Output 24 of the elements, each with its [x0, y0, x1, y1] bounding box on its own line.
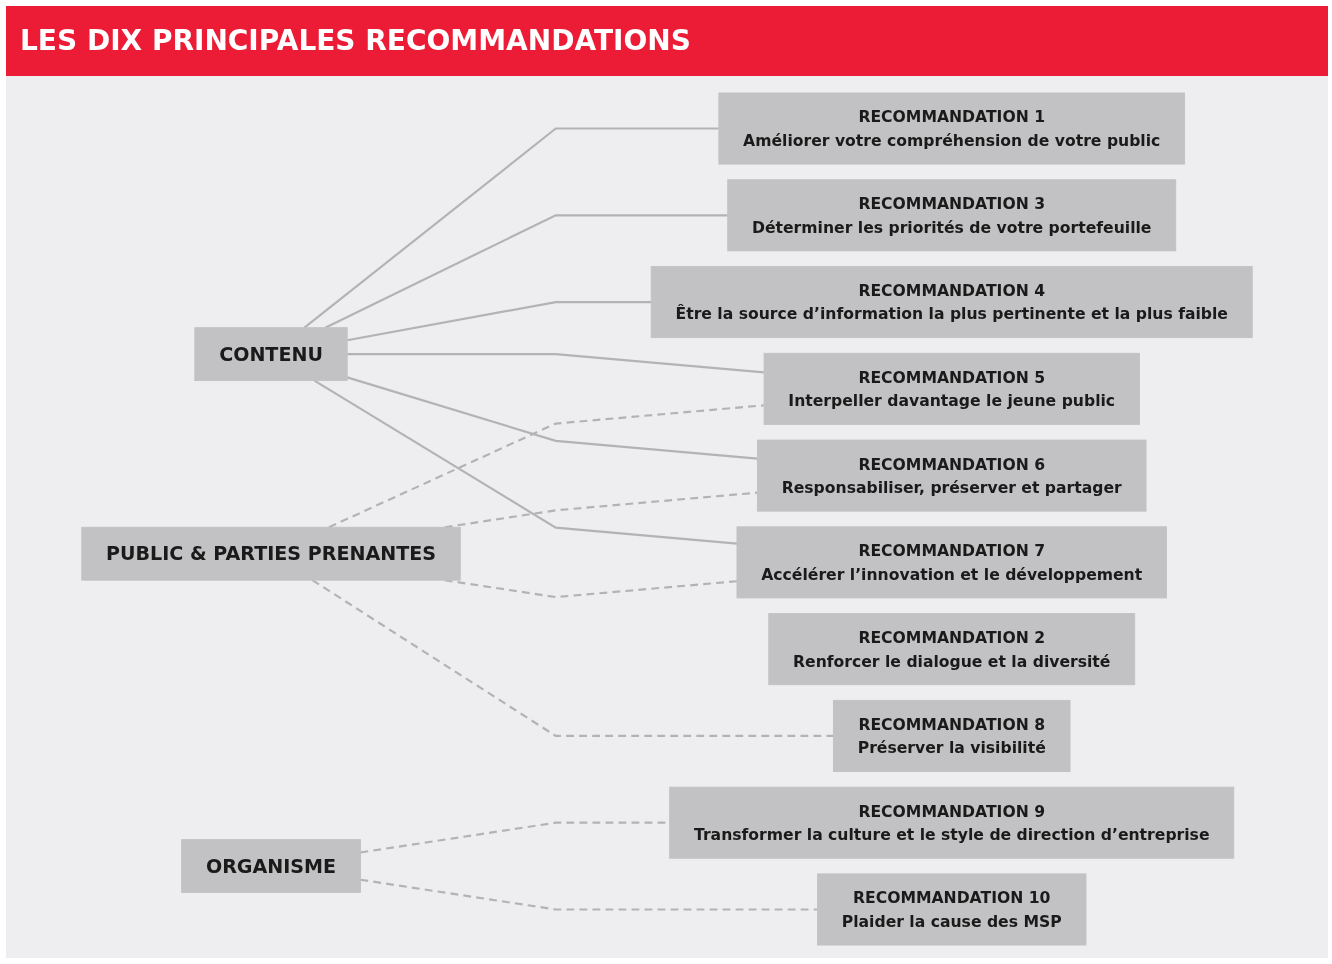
- title-banner: LES DIX PRINCIPALES RECOMMANDATIONS: [6, 6, 1328, 76]
- node-box: ORGANISME: [181, 839, 361, 893]
- connector: [324, 214, 728, 329]
- node-box: RECOMMANDATION 8 Préserver la visibilité: [832, 699, 1071, 772]
- node-box: RECOMMANDATION 2 Renforcer le dialogue et la diversité: [768, 613, 1136, 686]
- connector: [328, 404, 765, 529]
- connector: [360, 878, 818, 911]
- node-box: PUBLIC & PARTIES PRENANTES: [81, 526, 461, 581]
- node-box: RECOMMANDATION 10 Plaider la cause des MSP: [817, 873, 1087, 946]
- node-box: CONTENU: [194, 327, 348, 382]
- connector: [347, 301, 652, 342]
- node-box: RECOMMANDATION 4 Être la source d’information la plus pertinente et la plus faible: [650, 266, 1253, 339]
- connector: [311, 579, 834, 737]
- connector: [347, 353, 765, 374]
- node-box: RECOMMANDATION 6 Responsabiliser, préserver et partager: [756, 439, 1147, 512]
- node-box: RECOMMANDATION 7 Accélérer l’innovation et le développement: [736, 526, 1167, 599]
- connector: [303, 127, 719, 329]
- node-box: RECOMMANDATION 5 Interpeller davantage le jeune public: [763, 352, 1140, 425]
- node-box: RECOMMANDATION 9 Transformer la culture et le style de direction d’entreprise: [669, 786, 1235, 859]
- connector: [346, 376, 758, 460]
- connector: [313, 379, 738, 545]
- connector: [444, 491, 758, 529]
- node-box: RECOMMANDATION 1 Améliorer votre compréhension de votre public: [718, 92, 1186, 165]
- node-box: RECOMMANDATION 3 Déterminer les priorités de votre portefeuille: [727, 179, 1177, 252]
